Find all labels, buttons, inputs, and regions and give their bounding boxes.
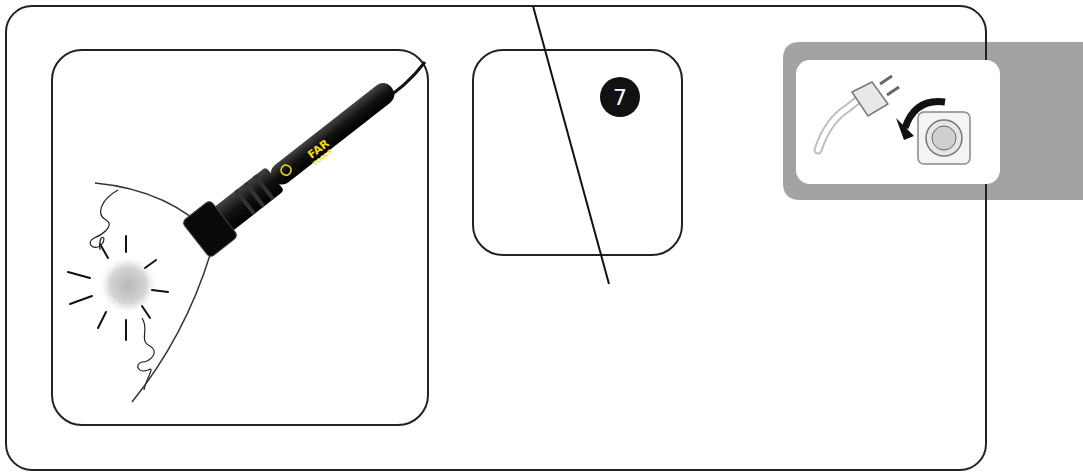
plug-panel	[796, 60, 1000, 184]
crossed-out-line	[533, 6, 609, 284]
filament	[138, 318, 154, 390]
callout-text: 7	[613, 85, 627, 110]
callout-number: 7	[600, 77, 640, 117]
illustration-panel	[52, 50, 428, 425]
spark-rays	[68, 236, 168, 340]
plug-icon	[818, 76, 970, 164]
step-panel	[473, 50, 682, 255]
tool	[182, 76, 401, 258]
spark-glow	[98, 255, 158, 315]
side-tab	[783, 42, 1083, 200]
filament	[90, 190, 118, 250]
